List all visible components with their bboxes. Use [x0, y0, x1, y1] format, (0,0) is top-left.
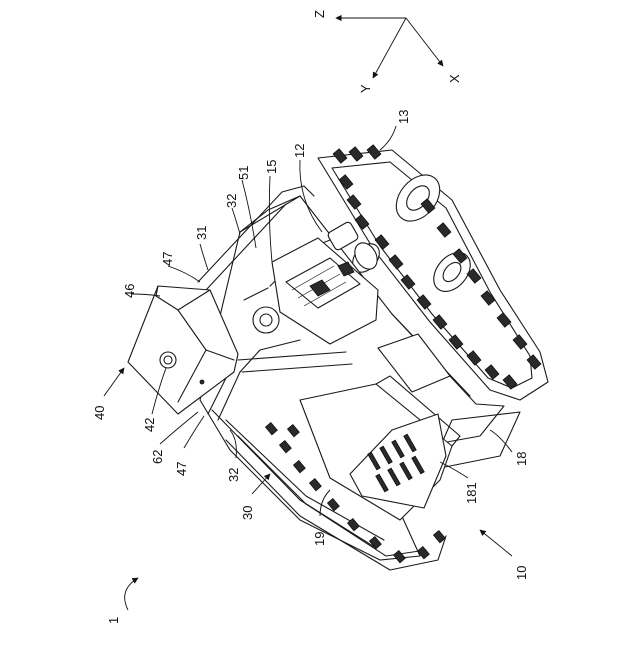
label-12: 12: [292, 144, 307, 158]
label-19: 19: [312, 532, 327, 546]
cap-42: [160, 352, 176, 368]
label-40: 40: [92, 406, 107, 420]
label-15: 15: [264, 160, 279, 174]
label-46: 46: [122, 284, 137, 298]
x-axis-label: X: [447, 74, 462, 83]
label-30: 30: [240, 506, 255, 520]
engine-pulley: [253, 307, 279, 333]
label-10: 10: [514, 566, 529, 580]
label-13: 13: [396, 110, 411, 124]
label-62: 62: [150, 450, 165, 464]
label-31: 31: [194, 226, 209, 240]
label-42: 42: [142, 418, 157, 432]
label-47-upper: 47: [160, 252, 175, 266]
label-181: 181: [464, 482, 479, 504]
label-32-upper: 32: [224, 194, 239, 208]
coordinate-axes: Z Y X: [312, 10, 462, 93]
label-18: 18: [514, 452, 529, 466]
x-axis-arrow: [406, 18, 443, 66]
label-32-lower: 32: [226, 468, 241, 482]
label-47-lower: 47: [174, 462, 189, 476]
y-axis-label: Y: [358, 84, 373, 93]
y-axis-arrow: [373, 18, 406, 78]
z-axis-label: Z: [312, 10, 327, 18]
label-1: 1: [106, 617, 121, 624]
label-51: 51: [236, 166, 251, 180]
